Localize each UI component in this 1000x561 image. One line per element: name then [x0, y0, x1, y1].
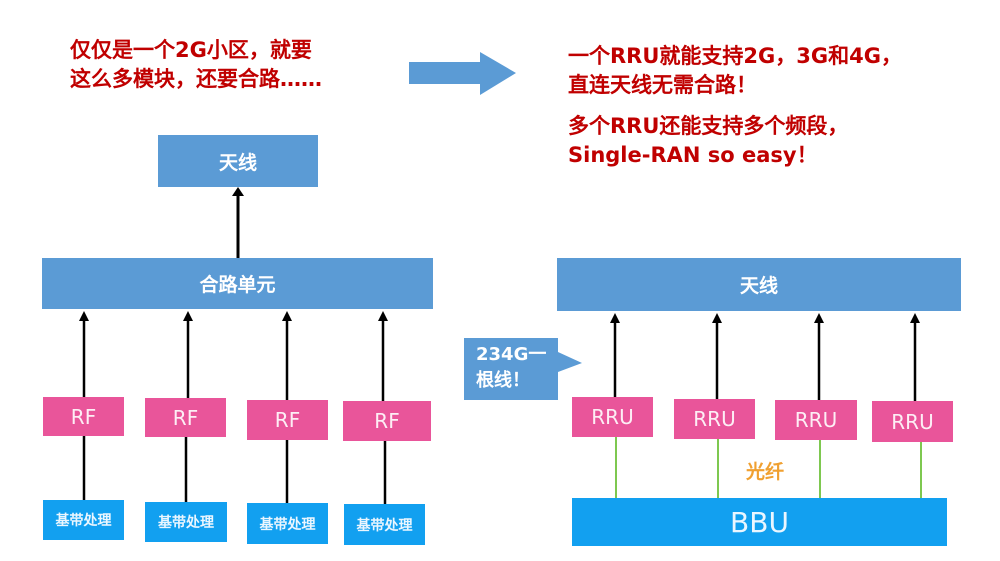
rru-box: RRU [572, 397, 653, 437]
callout-line2: 根线！ [476, 370, 530, 391]
rf-box: RF [247, 400, 328, 440]
callout-text: 234G一 根线！ [476, 342, 546, 394]
baseband-label: 基带处理 [55, 513, 112, 529]
rf-arrows [79, 311, 388, 401]
rru-label: RRU [693, 407, 736, 431]
baseband-label: 基带处理 [259, 516, 316, 533]
rru-box: RRU [872, 401, 953, 442]
fiber-lines [615, 437, 922, 498]
combiner-unit-box: 合路单元 [42, 258, 433, 309]
rru-label: RRU [591, 405, 634, 429]
combiner-unit-label: 合路单元 [199, 274, 276, 296]
rf-label: RF [374, 409, 400, 433]
baseband-box: 基带处理 [43, 500, 124, 540]
rf-box: RF [43, 397, 124, 436]
left-antenna-label: 天线 [218, 151, 257, 174]
rf-box: RF [145, 398, 226, 437]
right-antenna-label: 天线 [739, 275, 778, 297]
rru-label: RRU [794, 408, 838, 432]
rf-label: RF [274, 408, 301, 432]
baseband-box: 基带处理 [145, 502, 227, 542]
left-caption: 仅仅是一个2G小区，就要 这么多模块，还要合路…… [70, 36, 322, 94]
left-caption-line2: 这么多模块，还要合路…… [70, 67, 322, 91]
baseband-label: 基带处理 [158, 515, 214, 531]
rru-label: RRU [891, 409, 934, 434]
bbu-label: BBU [730, 505, 789, 539]
baseband-label: 基带处理 [356, 517, 413, 534]
baseband-box: 基带处理 [247, 503, 328, 544]
baseband-box: 基带处理 [344, 504, 425, 545]
rru-box: RRU [674, 399, 755, 439]
rru-box: RRU [775, 400, 857, 440]
left-caption-line1: 仅仅是一个2G小区，就要 [70, 38, 312, 62]
rru-arrows [610, 313, 920, 401]
right-caption-line1: 一个RRU就能支持2G，3G和4G， [568, 44, 902, 68]
right-caption-line4: Single-RAN so easy！ [568, 143, 818, 167]
rf-box: RF [343, 401, 431, 441]
arrowhead [232, 187, 244, 196]
callout-bubble [464, 338, 582, 400]
callout-line1: 234G一 [476, 344, 547, 365]
bbu-box: BBU [572, 498, 947, 546]
right-antenna-box: 天线 [557, 258, 961, 311]
rf-label: RF [172, 405, 199, 430]
fiber-label: 光纤 [746, 461, 785, 483]
left-antenna-box: 天线 [158, 135, 318, 187]
rf-label: RF [70, 404, 97, 429]
right-caption-line3: 多个RRU还能支持多个频段， [568, 114, 849, 138]
right-caption-line2: 直连天线无需合路！ [568, 73, 757, 97]
right-arrow-icon [409, 52, 516, 95]
baseband-lines [82, 436, 387, 504]
right-caption: 一个RRU就能支持2G，3G和4G， 直连天线无需合路！ 多个RRU还能支持多个… [568, 42, 902, 170]
